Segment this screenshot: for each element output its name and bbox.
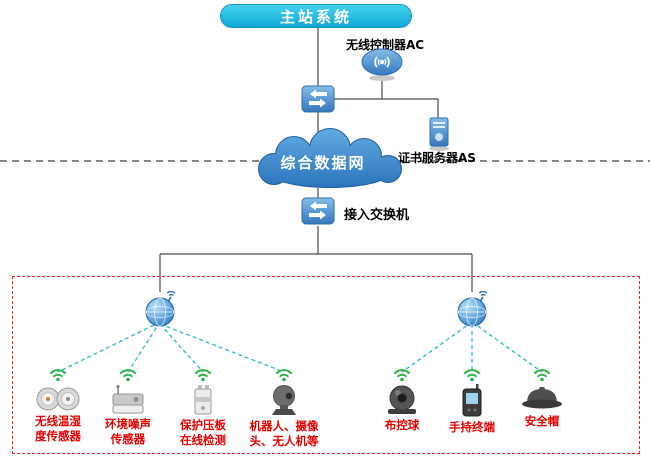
wifi-signal-icon [534,369,550,382]
device-label: 无线温湿度传感器 [35,414,81,443]
device-label: 机器人、摄像头、无人机等 [249,419,319,448]
device-label: 环境噪声传感器 [105,417,151,446]
wifi-signal-icon [195,369,211,382]
device-protection-plate: 保护压板在线检测 [165,366,241,448]
wireless-controller-label: 无线控制器AC [346,38,425,52]
access-point-left-icon [140,286,180,332]
device-label: 布控球 [384,418,420,432]
wireless-terminal-zone [12,276,640,454]
ptz-camera-icon [272,385,296,415]
wifi-signal-icon [276,369,292,382]
device-noise-sensor: 环境噪声传感器 [90,366,166,447]
data-network-label: 综合数据网 [280,154,366,172]
ball-camera-icon [388,385,416,414]
device-temp-humidity: 无线温湿度传感器 [20,366,96,444]
noise-sensor-icon [112,385,144,414]
access-point-right-icon [452,286,492,332]
device-label: 手持终端 [449,420,495,434]
wifi-signal-icon [394,369,410,382]
cert-server-as-icon [426,116,452,156]
wifi-signal-icon [464,369,480,382]
device-robot-camera: 机器人、摄像头、无人机等 [244,366,324,449]
device-label: 安全帽 [524,414,560,428]
device-handheld-terminal: 手持终端 [434,366,510,435]
handheld-terminal-icon [462,384,482,417]
wifi-signal-icon [50,369,66,382]
access-switch-label: 接入交换机 [344,208,410,223]
device-safety-helmet: 安全帽 [504,366,580,429]
safety-helmet-icon [522,387,562,409]
cert-server-label: 证书服务器AS [398,151,476,165]
data-network-cloud: 综合数据网 [238,128,408,192]
wifi-signal-icon [120,369,136,382]
main-station-node: 主站系统 [220,4,412,28]
main-station-label: 主站系统 [279,7,352,26]
access-switch-icon [301,196,335,230]
protection-plate-detector-icon [194,385,212,415]
core-switch-icon [301,84,335,118]
device-label: 保护压板在线检测 [180,418,226,447]
device-ball-camera: 布控球 [364,366,440,433]
wireless-controller-ac-icon [360,48,404,86]
temp-humidity-sensor-icon [36,387,80,411]
